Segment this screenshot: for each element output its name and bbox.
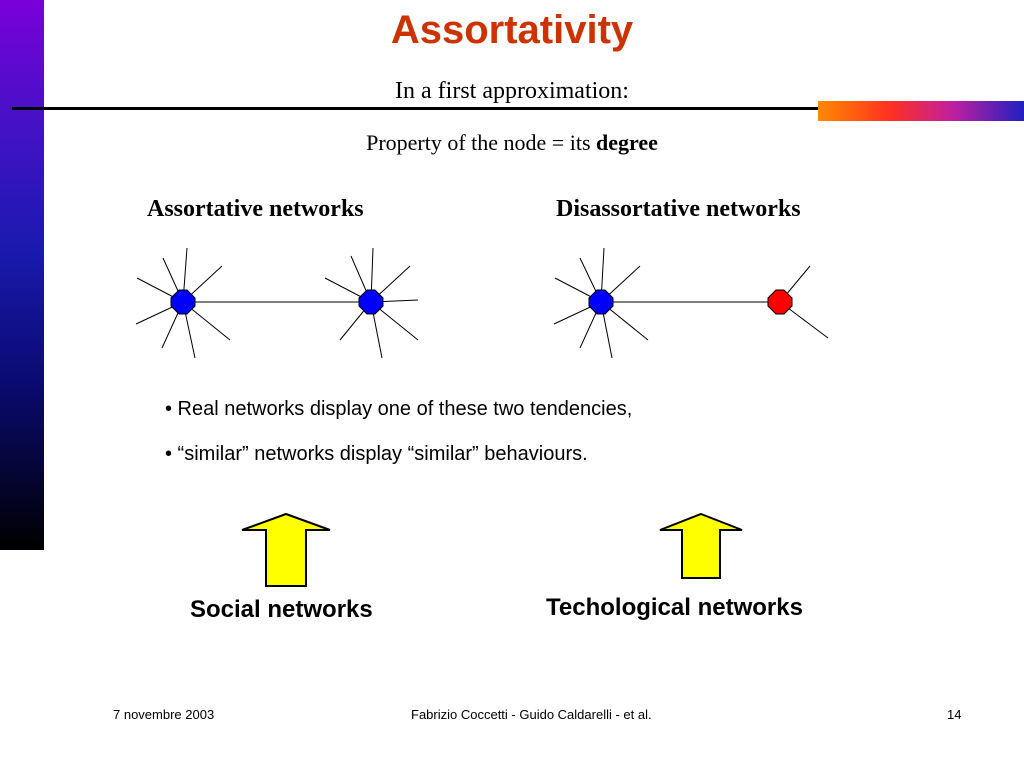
footer-authors: Fabrizio Coccetti - Guido Caldarelli - e… [411,707,652,722]
property-prefix: Property of the node = its [366,130,597,155]
slide-subtitle: In a first approximation: [395,78,629,104]
tech-networks-caption: Techological networks [546,594,803,621]
assortative-heading: Assortative networks [147,196,364,222]
assortative-hub-node-left [170,289,196,315]
disassortative-leaf-node [767,289,793,315]
side-gradient-bar [0,0,44,550]
network-diagrams [135,247,829,359]
title-rule [12,107,830,110]
social-networks-caption: Social networks [190,596,373,623]
tech-arrow-icon [659,512,743,579]
footer-page-number: 14 [947,707,962,722]
bullet-list: • Real networks display one of these two… [165,398,632,488]
disassortative-heading: Disassortative networks [556,196,801,222]
assortative-hub-node-right [358,289,384,315]
property-bold: degree [596,130,658,155]
property-line: Property of the node = its degree [0,130,1024,156]
bullet-item: • Real networks display one of these two… [165,398,633,420]
corner-gradient-bar [818,101,1024,121]
slide-title: Assortativity [390,8,634,52]
disassortative-hub-node [588,289,614,315]
footer-date: 7 novembre 2003 [113,707,215,722]
social-arrow-icon [241,512,331,587]
bullet-item: • “similar” networks display “similar” b… [165,443,588,465]
